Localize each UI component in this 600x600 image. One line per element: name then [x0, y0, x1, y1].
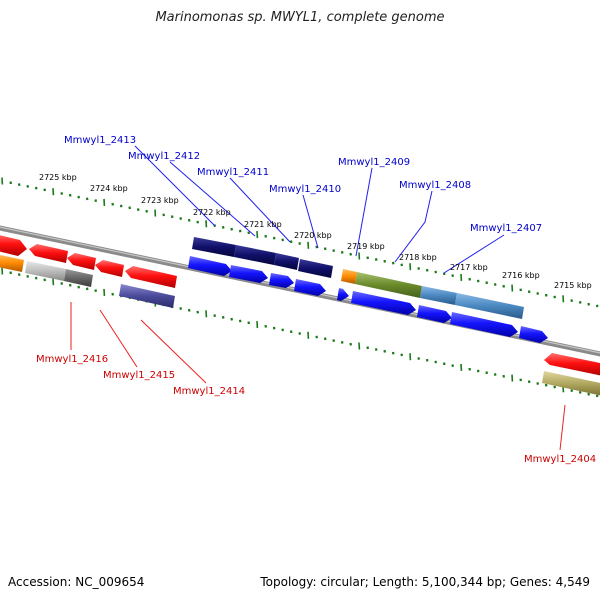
gene-label-mmwyl1_2416[interactable]: Mmwyl1_2416 [36, 354, 108, 365]
gene-label-mmwyl1_2404[interactable]: Mmwyl1_2404 [524, 454, 596, 465]
gene-feature[interactable] [119, 284, 175, 308]
reverse-strand-genes [0, 234, 600, 396]
gene-feature[interactable] [234, 245, 276, 265]
map-title: Marinomonas sp. MWYL1, complete genome [155, 10, 445, 25]
gene-feature[interactable] [274, 253, 299, 270]
gene-feature[interactable] [0, 254, 24, 272]
gene-feature[interactable] [29, 244, 68, 263]
gene-label-mmwyl1_2410[interactable]: Mmwyl1_2410 [269, 184, 341, 195]
scale-labels: 2725 kbp 2724 kbp 2723 kbp 2722 kbp 2721 kbp… [39, 173, 592, 290]
gene-feature[interactable] [355, 272, 422, 298]
gene-label-mmwyl1_2407[interactable]: Mmwyl1_2407 [470, 223, 542, 234]
gene-feature[interactable] [351, 291, 416, 315]
scale-tick-label: 2725 kbp [39, 173, 77, 182]
gene-label-mmwyl1_2412[interactable]: Mmwyl1_2412 [128, 151, 200, 162]
scale-tick-label: 2720 kbp [294, 231, 332, 240]
gene-feature[interactable] [341, 269, 357, 284]
scale-tick-label: 2716 kbp [502, 271, 540, 280]
scale-tick-label: 2715 kbp [554, 281, 592, 290]
scale-tick-label: 2722 kbp [193, 208, 231, 217]
gene-feature[interactable] [192, 237, 236, 257]
gene-labels: Mmwyl1_2413Mmwyl1_2412Mmwyl1_2411Mmwyl1_… [36, 135, 596, 465]
gene-label-mmwyl1_2415[interactable]: Mmwyl1_2415 [103, 370, 175, 381]
gene-label-mmwyl1_2411[interactable]: Mmwyl1_2411 [197, 167, 269, 178]
gene-feature[interactable] [64, 269, 93, 287]
gene-feature[interactable] [95, 260, 124, 277]
accession-text: Accession: NC_009654 [8, 575, 145, 589]
gene-feature[interactable] [298, 259, 333, 278]
gene-feature[interactable] [337, 288, 349, 301]
gene-feature[interactable] [455, 293, 524, 319]
forward-strand-genes [188, 237, 548, 343]
gene-feature[interactable] [519, 326, 548, 343]
gene-feature[interactable] [420, 286, 457, 305]
upper-tick-row [1, 177, 599, 308]
gene-feature[interactable] [125, 266, 177, 288]
gene-feature[interactable] [229, 265, 268, 283]
gene-label-mmwyl1_2409[interactable]: Mmwyl1_2409 [338, 157, 410, 168]
gene-feature[interactable] [25, 261, 66, 281]
scale-tick-label: 2721 kbp [244, 220, 282, 229]
gene-feature[interactable] [544, 353, 600, 376]
gene-label-mmwyl1_2413[interactable]: Mmwyl1_2413 [64, 135, 136, 146]
gene-feature[interactable] [417, 305, 452, 323]
gene-feature[interactable] [188, 256, 232, 276]
gene-feature[interactable] [294, 279, 326, 296]
scale-tick-label: 2723 kbp [141, 196, 179, 205]
gene-feature[interactable] [269, 273, 294, 288]
scale-tick-label: 2717 kbp [450, 263, 488, 272]
gene-label-mmwyl1_2408[interactable]: Mmwyl1_2408 [399, 180, 471, 191]
gene-label-mmwyl1_2414[interactable]: Mmwyl1_2414 [173, 386, 245, 397]
gene-feature[interactable] [450, 312, 518, 337]
scale-tick-label: 2718 kbp [399, 253, 437, 262]
reverse-gene-leaders [70, 302, 566, 451]
scale-tick-label: 2724 kbp [90, 184, 128, 193]
gene-feature[interactable] [67, 253, 96, 270]
gene-feature[interactable] [542, 371, 600, 396]
forward-gene-leaders [134, 145, 505, 274]
topology-info-text: Topology: circular; Length: 5,100,344 bp… [260, 575, 590, 589]
scale-tick-label: 2719 kbp [347, 242, 385, 251]
gene-feature[interactable] [0, 234, 27, 256]
